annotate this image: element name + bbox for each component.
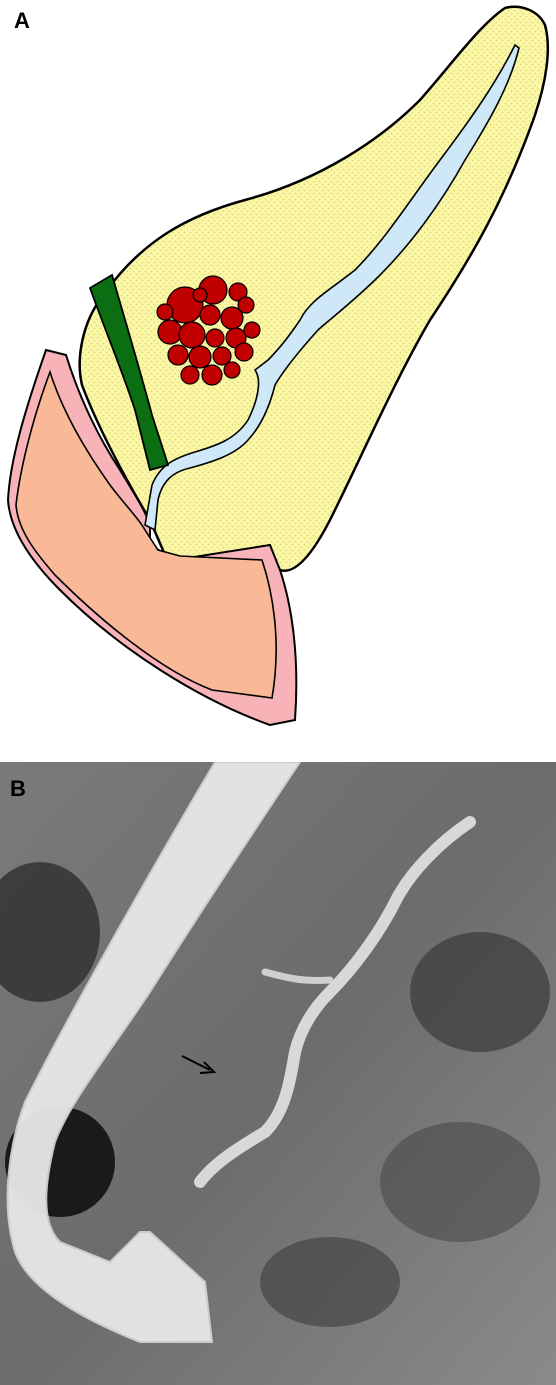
panel-label-a: A [14,10,30,32]
pancreas-shape [80,7,548,571]
panel-a-diagram [0,0,556,740]
panel-label-b: B [10,778,26,800]
radiograph-image [0,762,556,1385]
pancreas-diagram [0,0,556,740]
panel-b-radiograph [0,762,556,1385]
